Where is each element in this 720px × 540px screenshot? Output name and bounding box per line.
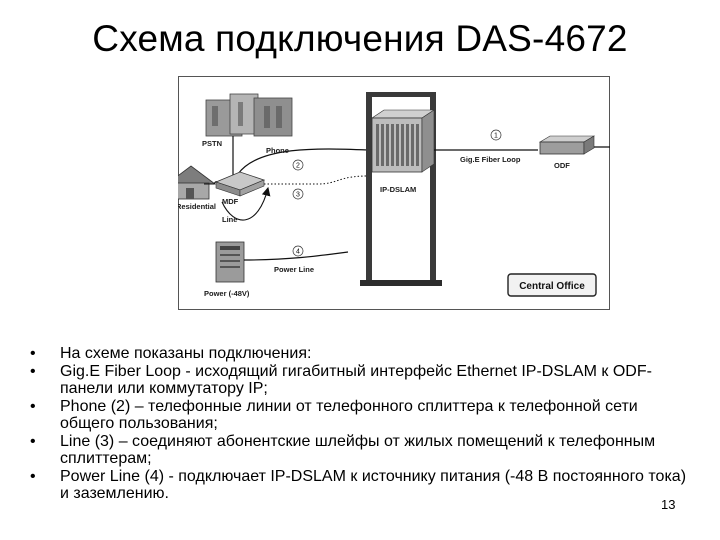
bullet-text: На схеме показаны подключения: xyxy=(60,345,312,362)
marker-1-text: 1 xyxy=(494,133,498,140)
pstn-label: PSTN xyxy=(202,139,222,148)
gige-fiber-loop-label: Gig.E Fiber Loop xyxy=(460,155,521,164)
line-label: Line xyxy=(222,215,237,224)
odf-label: ODF xyxy=(554,161,570,170)
bullet-text: Power Line (4) - подключает IP-DSLAM к и… xyxy=(60,468,687,502)
slide-title: Схема подключения DAS-4672 xyxy=(92,18,628,59)
bullet-marker: • xyxy=(30,345,36,362)
central-office-badge: Central Office xyxy=(507,273,597,297)
bullet-text: Gig.E Fiber Loop - исходящий гигабитный … xyxy=(60,363,652,397)
marker-1: 1 xyxy=(490,129,502,141)
ip-dslam-label: IP-DSLAM xyxy=(380,185,416,194)
bullet-marker: • xyxy=(30,433,36,450)
phone-link xyxy=(237,148,369,175)
power-label: Power (-48V) xyxy=(204,289,250,298)
bullet-marker: • xyxy=(30,398,36,415)
house-icon xyxy=(178,165,217,200)
bullet-item: • Power Line (4) - подключает IP-DSLAM к … xyxy=(30,468,690,502)
line-loop xyxy=(221,186,271,221)
power-supply-icon xyxy=(215,241,245,283)
marker-4: 4 xyxy=(292,245,304,257)
mdf-icon xyxy=(214,171,266,197)
power-link xyxy=(243,251,349,261)
pstn-building-icon xyxy=(205,93,293,137)
connection-diagram: PSTN Phone Residential MDF Line Power (-… xyxy=(178,76,610,310)
diagram-canvas: PSTN Phone Residential MDF Line Power (-… xyxy=(178,76,610,310)
bullet-item: • На схеме показаны подключения: xyxy=(30,345,690,362)
bullet-text: Phone (2) – телефонные линии от телефонн… xyxy=(60,398,638,432)
page-number: 13 xyxy=(661,497,676,512)
rack-frame xyxy=(360,92,442,286)
bullet-item: • Phone (2) – телефонные линии от телефон… xyxy=(30,398,690,432)
ip-dslam-icon xyxy=(371,109,435,173)
odf-icon xyxy=(538,135,596,155)
central-office-label: Central Office xyxy=(519,281,585,292)
marker-2-text: 2 xyxy=(296,163,300,170)
bullet-marker: • xyxy=(30,363,36,380)
phone-label: Phone xyxy=(266,146,289,155)
bullet-marker: • xyxy=(30,468,36,485)
marker-4-text: 4 xyxy=(296,249,300,256)
mdf-label: MDF xyxy=(222,197,239,206)
bullet-text: Line (3) – соединяют абонентские шлейфы … xyxy=(60,433,656,467)
power-line-label: Power Line xyxy=(274,265,314,274)
residential-label: Residential xyxy=(178,202,216,211)
bullet-list: • На схеме показаны подключения: • Gig.E F… xyxy=(30,345,690,503)
bullet-item: • Line (3) – соединяют абонентские шлейфы… xyxy=(30,433,690,467)
marker-3-text: 3 xyxy=(296,192,300,199)
marker-3: 3 xyxy=(292,188,304,200)
marker-2: 2 xyxy=(292,159,304,171)
bullet-item: • Gig.E Fiber Loop - исходящий гигабитный… xyxy=(30,363,690,397)
